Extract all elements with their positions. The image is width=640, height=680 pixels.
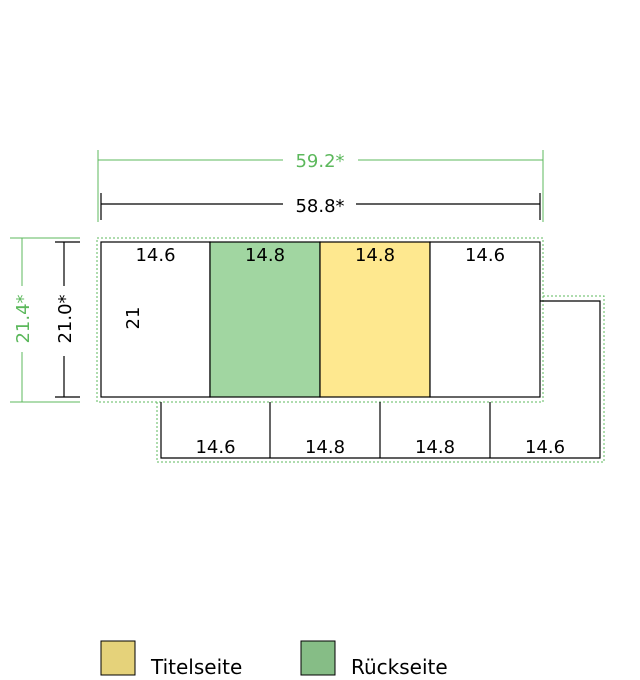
trim-height-dimension: 21.0* xyxy=(55,241,80,398)
front-panel-3 xyxy=(319,241,431,398)
legend-title-label: Titelseite xyxy=(150,655,242,679)
front-panel-1-width-label: 14.6 xyxy=(135,245,175,266)
front-panel-3-width-label: 14.8 xyxy=(355,245,395,266)
legend-title-swatch xyxy=(100,640,136,676)
legend-back-label: Rückseite xyxy=(351,655,448,679)
legend-back-swatch xyxy=(300,640,336,676)
bleed-width-dimension: 59.2* xyxy=(97,150,544,222)
fold-bleed-outline xyxy=(156,295,605,463)
fold-flap-outline xyxy=(160,300,601,459)
fold-panel-3-width-label: 14.8 xyxy=(415,437,455,458)
front-bleed-outline xyxy=(96,237,544,403)
fold-panel-1-width-label: 14.6 xyxy=(195,437,235,458)
fold-panel-2-width-label: 14.8 xyxy=(305,437,345,458)
bleed-width-label: 59.2* xyxy=(295,151,344,172)
trim-width-label: 58.8* xyxy=(295,196,344,217)
bleed-height-dimension: 21.4* xyxy=(10,237,80,403)
front-panels: 14.6 14.8 14.8 14.6 21 xyxy=(100,241,541,398)
front-panel-2-width-label: 14.8 xyxy=(245,245,285,266)
legend: Titelseite Rückseite xyxy=(100,640,448,679)
bleed-height-label: 21.4* xyxy=(13,294,34,343)
panel-height-label: 21 xyxy=(123,307,144,330)
fold-panel-4-width-label: 14.6 xyxy=(525,437,565,458)
front-panel-4-width-label: 14.6 xyxy=(465,245,505,266)
trim-height-label: 21.0* xyxy=(55,294,76,343)
trim-width-dimension: 58.8* xyxy=(100,193,541,220)
front-panel-4 xyxy=(429,241,541,398)
fold-panels: 14.6 14.8 14.8 14.6 xyxy=(160,300,601,459)
